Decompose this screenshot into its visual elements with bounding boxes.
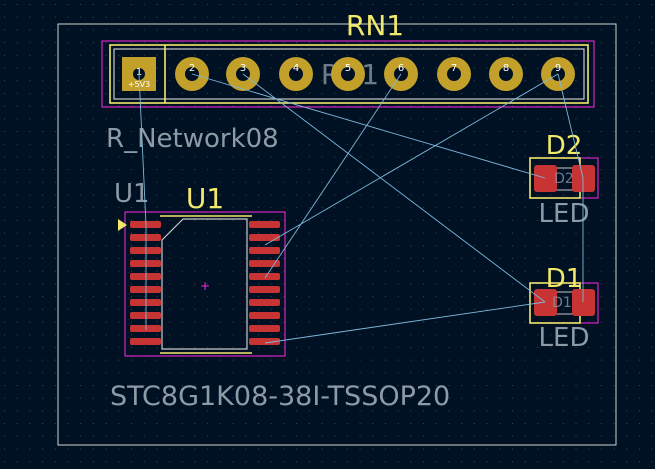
u1-silk-reference: U1 [114,179,150,209]
u1-anchor-cross: + [200,279,210,293]
u1-pin1-marker [118,219,127,231]
ratsnest-line [557,73,584,179]
d1-pad-2[interactable] [572,289,595,316]
u1-fab-reference: U1 [186,182,224,215]
d2-pad-1[interactable] [534,165,557,192]
rn1-pad-7-number: 7 [451,63,457,74]
d1-ghost-reference: D1 [552,295,572,311]
rn1-pad-1-number: 1 [136,67,142,78]
rn1-pad-4[interactable]: 4 [279,57,313,91]
rn1-pad-4-number: 4 [293,63,299,74]
rn1-pad-8-number: 8 [503,63,509,74]
d1-reference: D1 [546,264,583,294]
rn1-fab-outline [113,48,585,100]
footprint-d1[interactable]: D1 D1 LED [529,264,599,353]
ratsnest-line [264,73,559,246]
ratsnest-line [138,73,147,226]
ratsnest-line [242,73,546,303]
ratsnest-line [264,301,546,344]
footprint-d2[interactable]: D2 D2 LED [529,131,599,229]
ratsnest-line [191,73,546,179]
footprint-u1[interactable]: U1 U1 + STC8G1K08-38I-TSSO [110,179,450,412]
d1-pad-1[interactable] [534,289,557,316]
d2-value: LED [539,199,590,229]
rn1-reference: RN1 [346,9,404,42]
rn1-pad-7[interactable]: 7 [437,57,471,91]
ratsnest [138,73,584,344]
ratsnest-line [264,73,402,279]
rn1-pad-5-number: 5 [345,63,351,74]
rn1-pad-3-number: 3 [240,63,246,74]
d2-pad-2[interactable] [572,165,595,192]
rn1-value: R_Network08 [106,124,279,154]
rn1-pad-6-number: 6 [398,63,404,74]
rn1-pad-1-net: +5V3 [128,80,150,89]
rn1-pad-8[interactable]: 8 [489,57,523,91]
rn1-pad-5[interactable]: 5 [331,57,365,91]
u1-courtyard [124,211,286,357]
u1-fab-outline [161,218,248,350]
board-outline [57,23,617,446]
d2-reference: D2 [546,131,583,161]
u1-pads-left[interactable] [130,221,161,345]
u1-pads-right[interactable] [249,221,280,345]
d2-ghost-reference: D2 [554,171,574,187]
rn1-pad-2-number: 2 [189,63,195,74]
d1-value: LED [539,323,590,353]
rn1-silk-outline-outer [109,44,589,104]
rn1-courtyard [101,40,595,108]
rn1-pad-9-number: 9 [555,63,561,74]
u1-value: STC8G1K08-38I-TSSOP20 [110,381,450,412]
